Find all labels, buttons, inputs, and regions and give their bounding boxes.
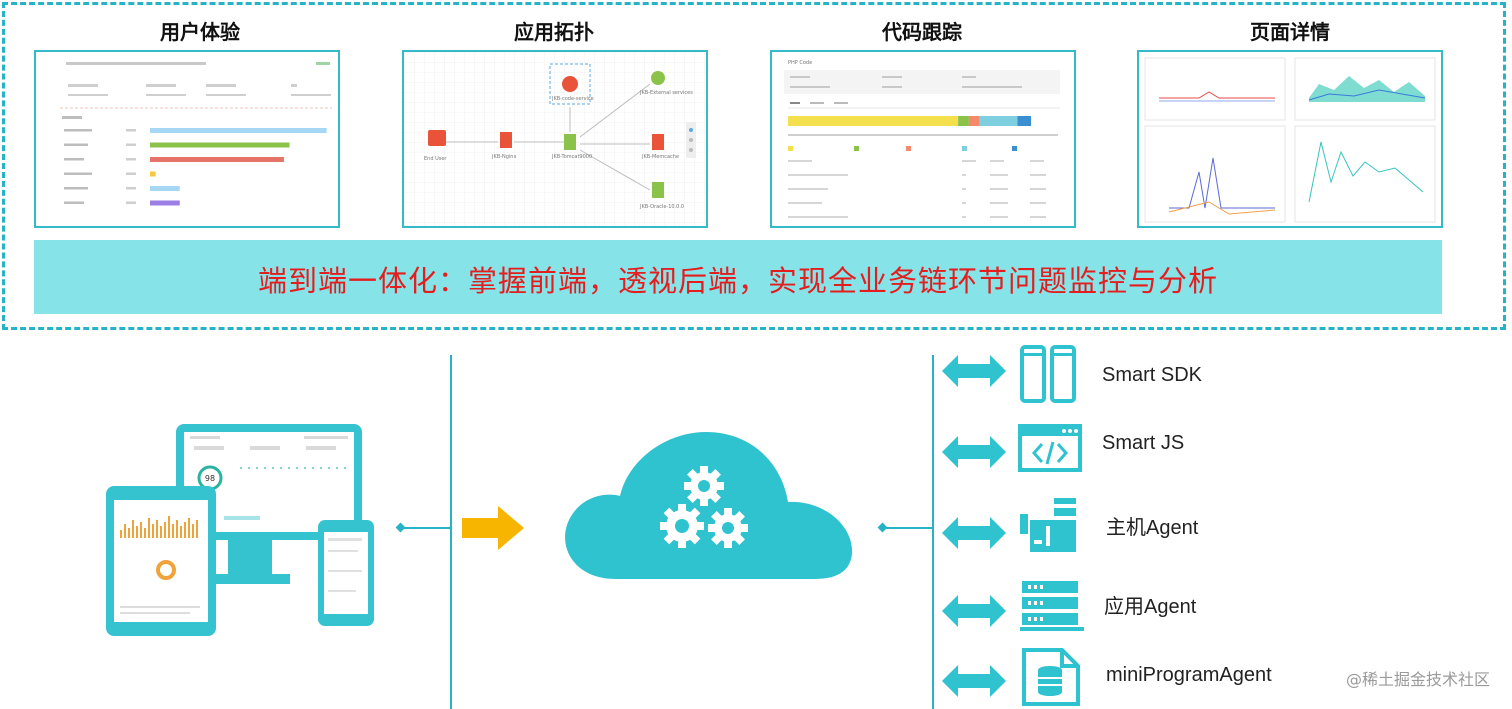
top-dashed-frame: [2, 2, 1506, 330]
topo-node-3: JKB-code-service: [552, 96, 594, 102]
ux-bar: [150, 186, 180, 191]
divider-right: [932, 355, 934, 709]
trace-bar-segment: [958, 116, 969, 126]
ux-bar-label: [64, 201, 84, 204]
code-trace-thumbnail: [784, 70, 1060, 218]
ux-bar-value: [126, 129, 136, 132]
double-arrow-icon: [942, 436, 1006, 468]
ux-bar-label: [64, 172, 92, 175]
ux-bar-chart: [64, 128, 327, 206]
code-trace-screenshot: PHP Code: [770, 50, 1076, 228]
double-arrow-icon: [942, 355, 1006, 387]
ux-bar-label: [64, 143, 88, 146]
ux-bar-value: [126, 143, 136, 146]
banner: 端到端一体化：掌握前端，透视后端，实现全业务链环节问题监控与分析: [34, 240, 1442, 314]
double-arrow-icon: [942, 517, 1006, 549]
ux-bar: [150, 200, 180, 206]
ux-bar: [150, 142, 290, 148]
connector-dot-right: [877, 522, 888, 533]
topo-node-4: JKB-External services: [640, 90, 693, 96]
yellow-arrow-icon: [462, 506, 524, 550]
ux-bar: [150, 128, 327, 133]
ux-bar-value: [126, 158, 136, 161]
connector-right: [882, 527, 932, 529]
trace-bar-segment: [968, 116, 980, 126]
app-topology-screenshot: End User JKB-Nginx JKB-Tomcat9000 JKB-co…: [402, 50, 708, 228]
ux-bar-label: [64, 187, 88, 190]
agent-label-host-agent: 主机Agent: [1106, 517, 1199, 539]
topo-node-0: End User: [424, 156, 447, 162]
devices-illustration: 98: [106, 424, 374, 636]
page-detail-thumbnail: [1144, 57, 1436, 223]
app-topology-thumbnail: [404, 52, 706, 226]
double-arrow-icon: [942, 595, 1006, 627]
user-experience-thumbnail: [60, 62, 332, 206]
topo-node-2: JKB-Tomcat9000: [552, 154, 593, 160]
host-server-icon: [1020, 498, 1076, 552]
trace-stacked-bar: [788, 116, 1031, 126]
ux-bar-label: [64, 158, 84, 161]
ux-bar-value: [126, 172, 136, 175]
panel-title-page-detail: 页面详情: [1250, 20, 1330, 44]
panel-title-app-topology: 应用拓扑: [514, 20, 594, 44]
trace-bar-segment: [1017, 116, 1031, 126]
user-experience-screenshot: [34, 50, 340, 228]
agent-label-miniprogram-agent: miniProgramAgent: [1106, 664, 1272, 686]
trace-bar-segment: [979, 116, 1018, 126]
ux-bar-label: [64, 129, 92, 132]
connector-dot-left: [395, 522, 406, 533]
ux-bar-value: [126, 201, 136, 204]
score-value: 98: [205, 474, 215, 483]
database-doc-icon: [1022, 648, 1080, 706]
topo-node-1: JKB-Nginx: [492, 154, 517, 160]
topo-node-6: JKB-Oracle-10.0.0: [640, 204, 685, 210]
banner-text: 端到端一体化：掌握前端，透视后端，实现全业务链环节问题监控与分析: [257, 264, 1218, 298]
page-detail-screenshot: [1137, 50, 1443, 228]
app-server-icon: [1020, 581, 1084, 631]
ux-bar: [150, 157, 284, 162]
double-arrow-icon: [942, 665, 1006, 697]
code-trace-header: PHP Code: [788, 60, 813, 66]
agent-label-smart-js: Smart JS: [1102, 432, 1185, 454]
code-window-icon: [1018, 424, 1082, 472]
connector-left: [400, 527, 450, 529]
agent-label-smart-sdk: Smart SDK: [1102, 364, 1203, 386]
panel-title-code-trace: 代码跟踪: [882, 20, 962, 44]
cloud-gears-icon: [565, 432, 853, 579]
panel-title-user-experience: 用户体验: [160, 20, 240, 44]
ux-bar-value: [126, 187, 136, 190]
agent-label-app-agent: 应用Agent: [1104, 596, 1197, 618]
divider-left: [450, 355, 452, 709]
phone-icon: [1020, 345, 1076, 403]
topo-node-5: JKB-Memcache: [642, 154, 680, 160]
watermark: @稀土掘金技术社区: [1345, 670, 1490, 689]
ux-bar: [150, 171, 156, 177]
trace-bar-segment: [788, 116, 959, 126]
